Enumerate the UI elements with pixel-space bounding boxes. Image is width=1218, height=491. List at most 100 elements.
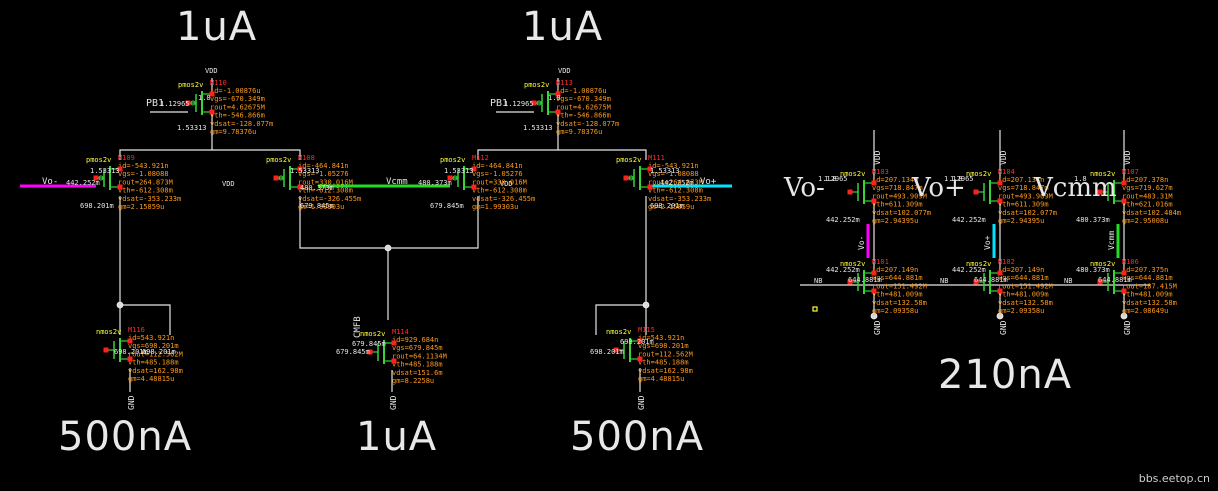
device-param: vth=485.188m <box>392 361 443 369</box>
bottom-mid-current-label: 1uA <box>356 414 438 460</box>
net-gnd: GND <box>999 320 1008 335</box>
device-param: gm=2.94395u <box>998 217 1044 225</box>
pb1-val: 1.12965 <box>160 100 190 108</box>
gate-pin <box>1097 189 1103 195</box>
drain-pin <box>391 340 397 346</box>
bubble <box>628 175 634 181</box>
net-vdd: VDD <box>500 180 513 188</box>
top-left-current-label: 1uA <box>176 4 258 50</box>
device-param: vdsat=102.077m <box>872 209 931 217</box>
device-param: vgs=-670.349m <box>210 95 265 103</box>
drain-pin <box>637 338 643 344</box>
net-rot: Vo+ <box>983 235 992 250</box>
pb1-val: 1.12965 <box>504 100 534 108</box>
device-param: id=-464.841n <box>298 162 349 170</box>
device-param: vgs=679.845m <box>392 344 443 352</box>
device-param: id=-543.921n <box>648 162 699 170</box>
node-val: 644.881m <box>1098 276 1132 284</box>
device-model: nmos2v <box>606 328 631 336</box>
drain-pin <box>209 91 215 97</box>
device-param: gm=4.48815u <box>638 375 684 383</box>
device-model: nmos2v <box>840 170 865 178</box>
device-param: vdsat=-128.077m <box>210 120 273 128</box>
device-param: rout=112.562M <box>638 350 693 358</box>
device-param: gm=2.08649u <box>1122 307 1168 315</box>
device-instance: M116 <box>128 326 145 334</box>
device-param: vth=481.009m <box>998 291 1049 299</box>
tail-wire <box>558 149 647 160</box>
node-val: 1.53313 <box>444 167 474 175</box>
node-val: 679.845m <box>336 348 370 356</box>
device-param: vgs=718.847m <box>998 184 1049 192</box>
device-instance: M103 <box>872 168 889 176</box>
bubble <box>98 175 104 181</box>
device-param: vdsat=162.98m <box>128 367 183 375</box>
device-param: id=207.149n <box>872 266 918 274</box>
gate-pin <box>447 175 453 181</box>
junction-dot <box>870 312 878 320</box>
device-param: vth=481.009m <box>1122 291 1173 299</box>
device-param: rout=112.562M <box>128 350 183 358</box>
vo-minus-val: 442.252m <box>66 179 100 187</box>
drain-pin <box>1121 270 1127 276</box>
mirror-wire <box>595 304 646 335</box>
supply-val: 1.8 <box>198 94 211 102</box>
device-param: id=929.684n <box>392 336 438 344</box>
source-pin <box>647 184 653 190</box>
wires <box>116 78 1150 392</box>
device-param: rout=151.492M <box>872 282 927 290</box>
bubble <box>278 175 284 181</box>
tail-wire <box>212 149 301 160</box>
device-param: vdsat=-353.233m <box>648 195 711 203</box>
tail-wire <box>477 112 559 160</box>
source-pin <box>127 356 133 362</box>
device-param: vdsat=-326.455m <box>472 195 535 203</box>
gate-pin <box>367 349 373 355</box>
net-vo-plus: Vo+ <box>700 177 717 187</box>
source-pin <box>1121 288 1127 294</box>
node-val: 480.373m <box>1076 266 1110 274</box>
node-val: 1.53313 <box>290 167 320 175</box>
drain-pin <box>871 180 877 186</box>
big-vcmm: Vcmm <box>1033 173 1117 203</box>
node-val: 1.53313 <box>650 167 680 175</box>
drain-pin <box>997 180 1003 186</box>
device-param: vgs=-1.05276 <box>298 170 349 178</box>
gate-pin <box>847 279 853 285</box>
device-model: pmos2v <box>616 156 641 164</box>
gate-pin <box>1097 279 1103 285</box>
device-param: id=207.134n <box>998 176 1044 184</box>
device-param: vth=-612.308m <box>298 187 353 195</box>
net-gnd: GND <box>127 395 136 410</box>
device-param: id=207.149n <box>998 266 1044 274</box>
big-vo-plus: Vo+ <box>911 173 966 203</box>
device-param: vgs=644.881m <box>998 274 1049 282</box>
device-param: gm=2.09358u <box>998 307 1044 315</box>
node-val: 644.881m <box>848 276 882 284</box>
source-pin <box>391 358 397 364</box>
net-vdd: VDD <box>999 150 1008 165</box>
device-instance: M111 <box>648 154 665 162</box>
device-instance: M101 <box>872 258 889 266</box>
drain-pin <box>871 270 877 276</box>
device-model: nmos2v <box>1090 260 1115 268</box>
source-pin <box>117 184 123 190</box>
node-val: 1.53313 <box>177 124 207 132</box>
device-param: vth=621.016m <box>1122 201 1173 209</box>
device-param: vdsat=-353.233m <box>118 195 181 203</box>
device-param: id=543.921n <box>128 334 174 342</box>
device-instance: M110 <box>210 79 227 87</box>
device-instance: M113 <box>556 79 573 87</box>
node-val: 698.201m <box>142 348 176 356</box>
device-model: nmos2v <box>96 328 121 336</box>
device-param: vth=-546.866m <box>210 112 265 120</box>
net-cmfb: CMFB <box>353 316 363 338</box>
device-param: gm=8.2258u <box>392 377 434 385</box>
node-val: 698.201m <box>590 348 624 356</box>
node-val: 698.201m <box>620 338 654 346</box>
node-val: 480.373m <box>300 184 334 192</box>
big-vo-minus: Vo- <box>783 173 825 203</box>
bottom-left-current-label: 500nA <box>58 414 193 460</box>
